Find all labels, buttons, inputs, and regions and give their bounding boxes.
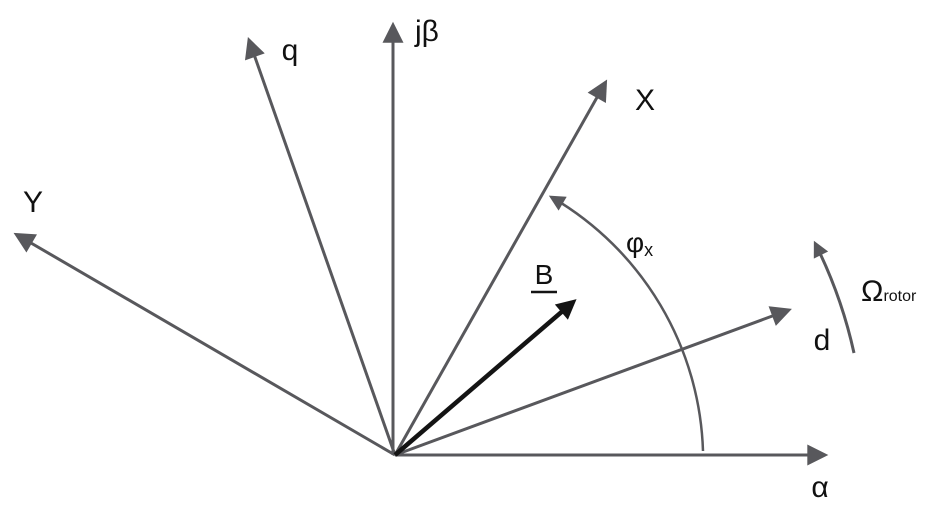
phi-symbol: φ: [626, 227, 644, 258]
y-axis-arrow: [13, 232, 396, 457]
jbeta-axis-label: jβ: [414, 15, 439, 48]
y-axis-label: Y: [23, 186, 43, 219]
phi-subscript: x: [644, 240, 653, 260]
d-axis-arrow: [394, 306, 792, 457]
b-vector-arrow: [393, 299, 577, 457]
omega-rotor-label: Ωrotor: [861, 275, 917, 308]
x-axis-label: X: [635, 84, 655, 117]
omega-rotor-rotation-arrow: [813, 240, 856, 354]
q-axis-arrow: [244, 37, 397, 456]
x-axis-arrow: [393, 79, 608, 456]
d-axis-label: d: [814, 324, 831, 357]
b-vector-label: B: [535, 259, 554, 290]
q-axis-label: q: [282, 34, 299, 67]
phi-x-angle-arc: [548, 195, 705, 452]
phi-x-angle-label: φx: [626, 227, 653, 260]
omega-subscript: rotor: [883, 288, 917, 305]
alpha-axis-label: α: [811, 471, 828, 504]
omega-symbol: Ω: [861, 275, 883, 308]
